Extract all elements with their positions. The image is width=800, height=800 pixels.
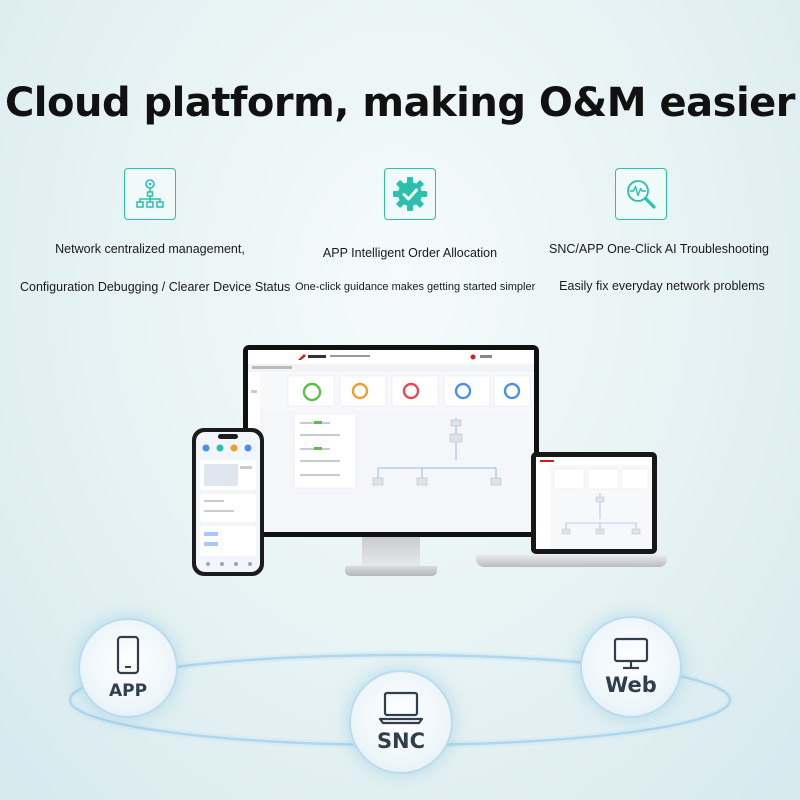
feature-1-line-2: Configuration Debugging / Clearer Device… <box>20 280 291 294</box>
platform-snc[interactable]: SNC <box>349 670 453 774</box>
feature-2-line-2: One-click guidance makes getting started… <box>295 281 536 293</box>
feature-2-line-1: APP Intelligent Order Allocation <box>322 246 498 260</box>
gear-check-icon <box>384 168 436 220</box>
monitor-icon <box>613 637 649 670</box>
platform-web-label: Web <box>605 673 657 697</box>
platform-app-label: APP <box>108 681 148 701</box>
network-topology-icon <box>124 168 176 220</box>
laptop <box>531 452 657 554</box>
monitor-stand-base <box>345 566 437 576</box>
app-screen <box>196 432 260 572</box>
laptop-base <box>476 555 667 567</box>
magnify-pulse-icon <box>615 168 667 220</box>
monitor-stand-neck <box>362 537 420 567</box>
feature-1-line-1: Network centralized management, <box>55 242 245 256</box>
platform-snc-label: SNC <box>376 729 426 753</box>
page-title: Cloud platform, making O&M easier <box>4 80 796 126</box>
snc-screen <box>536 457 652 549</box>
platform-web[interactable]: Web <box>580 616 682 718</box>
feature-3-line-2: Easily fix everyday network problems <box>559 279 765 293</box>
laptop-icon <box>378 691 424 725</box>
web-dashboard-screen <box>248 350 534 532</box>
platform-app[interactable]: APP <box>78 618 178 718</box>
phone-icon <box>116 635 140 675</box>
smartphone <box>192 428 264 576</box>
desktop-monitor <box>243 345 539 537</box>
feature-3-line-1: SNC/APP One-Click AI Troubleshooting <box>548 242 769 256</box>
